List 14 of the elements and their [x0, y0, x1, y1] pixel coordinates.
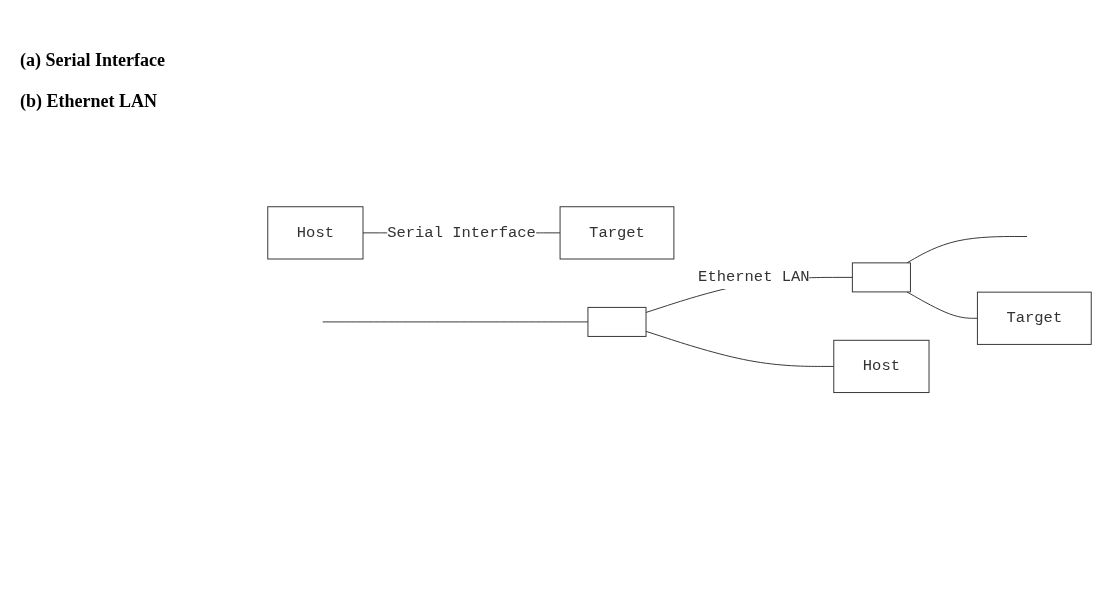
edge-label: Ethernet LAN [698, 268, 810, 286]
connector [906, 235, 1028, 264]
figure-caption: (a) Serial Interface [20, 50, 166, 71]
node-box [587, 306, 647, 337]
node-box: Host [833, 339, 930, 393]
connector [645, 330, 835, 367]
node-box: Target [559, 206, 675, 260]
edge-label: Serial Interface [387, 224, 536, 242]
connector [322, 321, 589, 323]
node-box: Target [976, 291, 1092, 345]
figure-caption: (b) Ethernet LAN [20, 91, 158, 112]
node-box [851, 262, 911, 293]
node-box: Host [267, 206, 364, 260]
connector [906, 291, 978, 319]
